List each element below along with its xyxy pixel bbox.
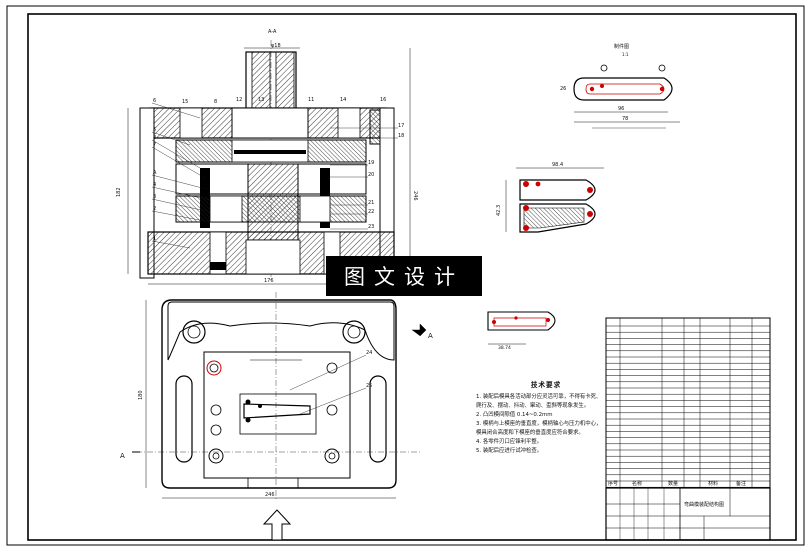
svg-text:4: 4 [153, 182, 156, 188]
outer-frame [6, 5, 805, 546]
svg-text:材料: 材料 [708, 480, 718, 487]
svg-text:制件图: 制件图 [614, 43, 629, 50]
svg-text:15: 15 [182, 99, 188, 105]
svg-text:16: 16 [380, 97, 386, 103]
svg-text:1: 1 [153, 236, 156, 242]
dim-part-b-width: 98.4 [552, 162, 563, 168]
section-label-left: A [120, 452, 125, 460]
svg-text:2: 2 [153, 206, 156, 212]
svg-text:6: 6 [153, 98, 156, 104]
tech-note-line: 5. 装配后应进行试冲检查。 [476, 448, 543, 454]
svg-text:5: 5 [153, 127, 156, 133]
dim-plan-height: 180 [138, 390, 144, 400]
left-leaders: 6 5 8 7 A 4 3 2 1 [151, 98, 211, 249]
inner-frame [27, 13, 797, 541]
svg-text:名称: 名称 [632, 480, 642, 487]
svg-text:数量: 数量 [668, 480, 678, 487]
svg-text:24: 24 [366, 350, 372, 356]
svg-text:17: 17 [398, 123, 404, 129]
title-block [605, 487, 771, 541]
top-leaders: 15 8 12 13 11 14 16 [182, 97, 386, 105]
dim-top-punch: φ18 [271, 43, 281, 49]
tech-notes-title: 技术要求 [530, 381, 562, 389]
bom-table [605, 317, 771, 489]
svg-text:8: 8 [214, 99, 217, 105]
title-block-drawing-title: 弯曲模装配结构图 [684, 501, 724, 508]
svg-text:8: 8 [153, 135, 156, 141]
dim-plan-width: 246 [265, 492, 275, 498]
svg-text:13: 13 [258, 97, 264, 103]
svg-text:序号: 序号 [608, 480, 618, 487]
svg-text:A: A [153, 170, 157, 176]
tech-note-line: 模具闭合高度和下模座的垂直度应符合要求。 [476, 430, 584, 436]
dim-bottom-width: 176 [264, 278, 274, 284]
dim-part-a-total: 78 [622, 116, 628, 122]
plan-view: 24 25 A A 180 246 [120, 292, 433, 541]
front-section-view: A-A φ18 [116, 29, 418, 285]
tech-note-line: 4. 各零件刃口应锋利平整。 [476, 439, 543, 445]
section-label-right: A [428, 332, 433, 340]
part-drawing-middle: 98.4 42.3 [496, 162, 604, 233]
svg-text:7: 7 [153, 142, 156, 148]
tech-note-line: 1. 装配后模具各活动部分应灵活可靠，不得有卡死、 [476, 394, 602, 400]
view-label-top: A-A [268, 29, 277, 35]
svg-text:备注: 备注 [736, 480, 746, 487]
watermark-banner: 图文设计 [326, 256, 482, 296]
svg-text:20: 20 [368, 172, 374, 178]
dim-part-a-height: 26 [560, 86, 566, 92]
part-drawing-small: 38.74 [487, 311, 556, 351]
dim-height-left: 182 [116, 187, 122, 197]
svg-text:22: 22 [368, 209, 374, 215]
svg-text:11: 11 [308, 97, 314, 103]
part-drawing-top: 制件图 1:1 96 78 26 [560, 43, 680, 129]
right-leaders: 17 18 19 20 21 22 23 [330, 123, 404, 230]
dim-part-c-width: 38.74 [498, 345, 511, 351]
technical-requirements: 技术要求 1. 装配后模具各活动部分应灵活可靠，不得有卡死、 爬行及、摆动、抖动… [476, 381, 616, 456]
svg-text:1:1: 1:1 [622, 52, 629, 57]
tech-note-line: 2. 凸凹模间隙值 0.14~0.2mm [476, 412, 553, 418]
svg-text:14: 14 [340, 97, 346, 103]
svg-text:18: 18 [398, 133, 404, 139]
dim-part-a-width: 96 [618, 106, 624, 112]
tech-note-line: 爬行及、摆动、抖动、窜动、歪斜等现象发生。 [476, 403, 590, 409]
bom-header: 序号 名称 数量 材料 备注 [608, 480, 746, 487]
svg-text:25: 25 [366, 383, 372, 389]
svg-text:3: 3 [153, 194, 156, 200]
dim-part-b-height: 42.3 [496, 205, 502, 216]
svg-text:12: 12 [236, 97, 242, 103]
svg-text:19: 19 [368, 160, 374, 166]
tech-note-line: 3. 模柄与上模座的垂直度，模柄轴心与压力机中心， [476, 421, 602, 427]
dim-height-right: 246 [412, 191, 418, 201]
svg-text:21: 21 [368, 200, 374, 206]
svg-text:23: 23 [368, 224, 374, 230]
